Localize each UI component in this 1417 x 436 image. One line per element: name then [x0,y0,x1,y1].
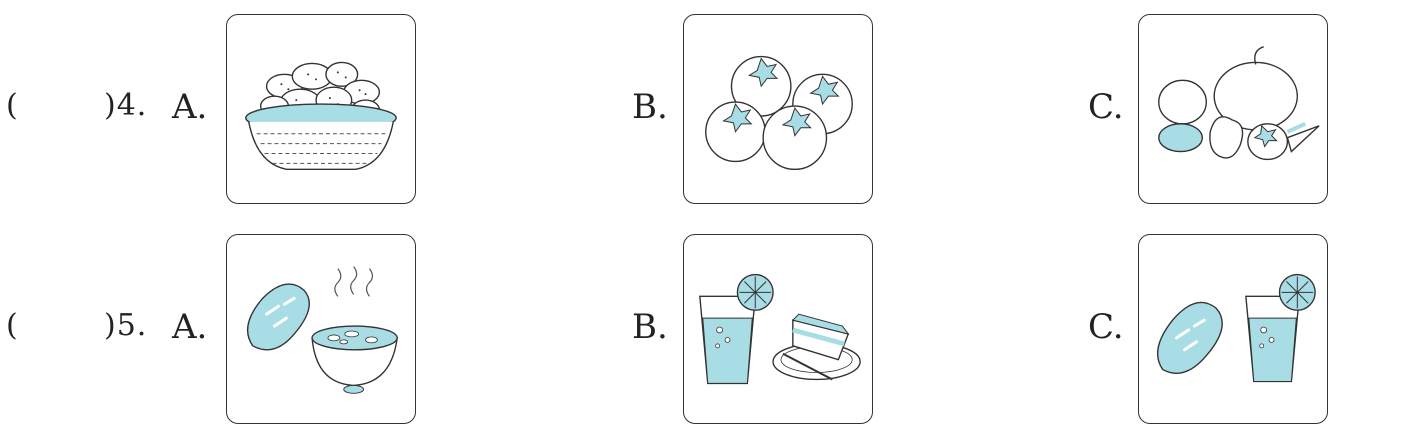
basket-of-potatoes-icon [245,61,397,171]
answer-paren-open[interactable]: ( [6,88,18,123]
answer-paren-open[interactable]: ( [6,308,18,343]
question-4-row: ( )4. A. [0,12,1417,208]
option-a-label: A. [172,87,208,127]
question-number: )4. [104,88,148,123]
option-c-label: C. [1088,87,1124,127]
option-c-card[interactable] [1138,14,1328,204]
question-5-row: ( )5. A. B. [0,232,1417,428]
bread-and-juice-icon [1156,273,1316,383]
option-b-card[interactable] [683,234,873,424]
option-c-card[interactable] [1138,234,1328,424]
bread-and-soup-icon [246,266,398,394]
option-a-card[interactable] [226,234,416,424]
option-b-label: B. [632,307,668,347]
juice-and-cake-icon [699,273,861,385]
option-a-card[interactable] [226,14,416,204]
question-number: )5. [104,308,148,343]
option-b-label: B. [632,87,668,127]
option-a-label: A. [172,307,208,347]
option-b-card[interactable] [683,14,873,204]
vegetables-icon [1158,46,1320,161]
option-c-label: C. [1088,307,1124,347]
tomatoes-icon [705,55,853,171]
